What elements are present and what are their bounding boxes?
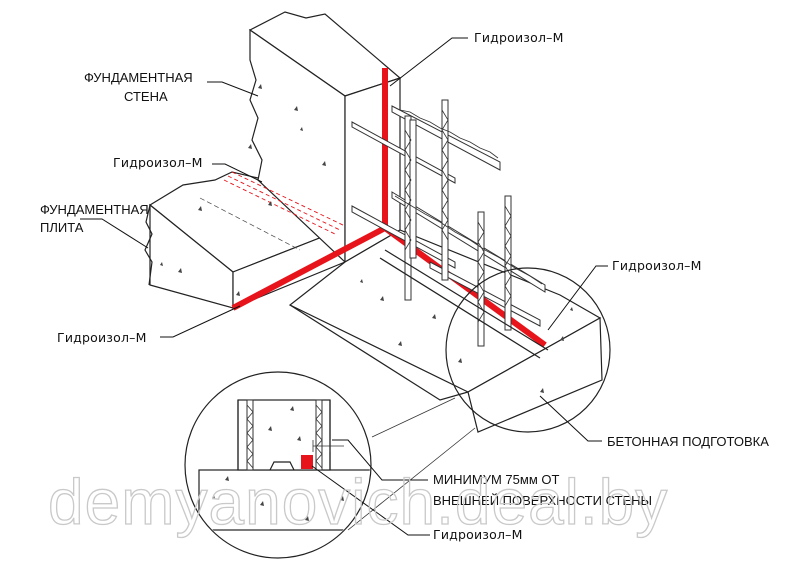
label-membrane-lower-left: Гидроизол–М: [57, 330, 147, 345]
label-membrane-detail: Гидроизол–М: [433, 527, 523, 542]
detail-section: [198, 399, 370, 531]
label-foundation-wall-1: ФУНДАМЕНТНАЯ: [84, 70, 193, 85]
label-concrete-base: БЕТОННАЯ ПОДГОТОВКА: [607, 434, 769, 449]
label-minimum-note-2: ВНЕШНЕЙ ПОВЕРХНОСТИ СТЕНЫ: [433, 493, 652, 508]
leader-lines: [80, 37, 608, 536]
label-membrane-right: Гидроизол–М: [612, 258, 702, 273]
zoom-circles: [184, 267, 611, 559]
labels: ФУНДАМЕНТНАЯ СТЕНА Гидроизол–М ФУНДАМЕНТ…: [40, 30, 769, 542]
label-foundation-slab-1: ФУНДАМЕНТНАЯ: [40, 202, 149, 217]
rebar-cage: [351, 99, 549, 359]
label-foundation-slab-2: ПЛИТА: [40, 220, 84, 235]
watermark-text: demyanovich.deal.by: [48, 466, 668, 538]
concrete-base: [288, 229, 603, 433]
label-membrane-top: Гидроизол–М: [474, 30, 564, 45]
label-membrane-left: Гидроизол–М: [113, 155, 203, 170]
hidden-membrane-lines: [199, 171, 346, 251]
foundation-slab: [144, 171, 347, 309]
label-minimum-note-1: МИНИМУМ 75мм ОТ: [433, 472, 559, 487]
label-foundation-wall-2: СТЕНА: [124, 89, 168, 104]
